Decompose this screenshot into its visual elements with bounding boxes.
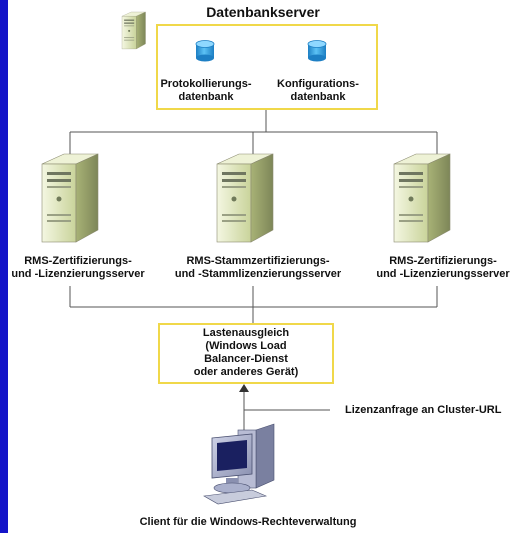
server-label-right: RMS-Zertifizierungs- und -Lizenzierungss… bbox=[376, 255, 510, 280]
protocol-database-icon bbox=[195, 40, 215, 62]
request-arrowhead bbox=[239, 384, 249, 392]
server-label-left: RMS-Zertifizierungs- und -Lizenzierungss… bbox=[11, 255, 145, 280]
diagram-canvas: Datenbankserver Protokollierungs- datenb… bbox=[8, 0, 521, 533]
connector-lines bbox=[69, 110, 438, 430]
load-balancer-box bbox=[158, 323, 334, 384]
load-balancer-label: Lastenausgleich (Windows Load Balancer-D… bbox=[193, 327, 299, 378]
database-server-title: Datenbankserver bbox=[206, 4, 320, 20]
server-icon-root bbox=[216, 153, 274, 243]
license-request-label: Lizenzanfrage an Cluster-URL bbox=[345, 404, 502, 416]
database-server-box bbox=[156, 24, 378, 110]
server-icon-right bbox=[393, 153, 451, 243]
client-label: Client für die Windows-Rechteverwaltung bbox=[139, 516, 357, 528]
client-computer-icon bbox=[203, 423, 275, 505]
configuration-database-icon bbox=[307, 40, 327, 62]
protocol-database-label: Protokollierungs- datenbank bbox=[160, 78, 252, 103]
server-label-root: RMS-Stammzertifizierungs- und -Stammlize… bbox=[174, 255, 342, 280]
database-server-icon bbox=[121, 11, 146, 50]
diagram-graphics bbox=[41, 11, 451, 505]
server-icon-left bbox=[41, 153, 99, 243]
configuration-database-label: Konfigurations- datenbank bbox=[277, 78, 359, 103]
